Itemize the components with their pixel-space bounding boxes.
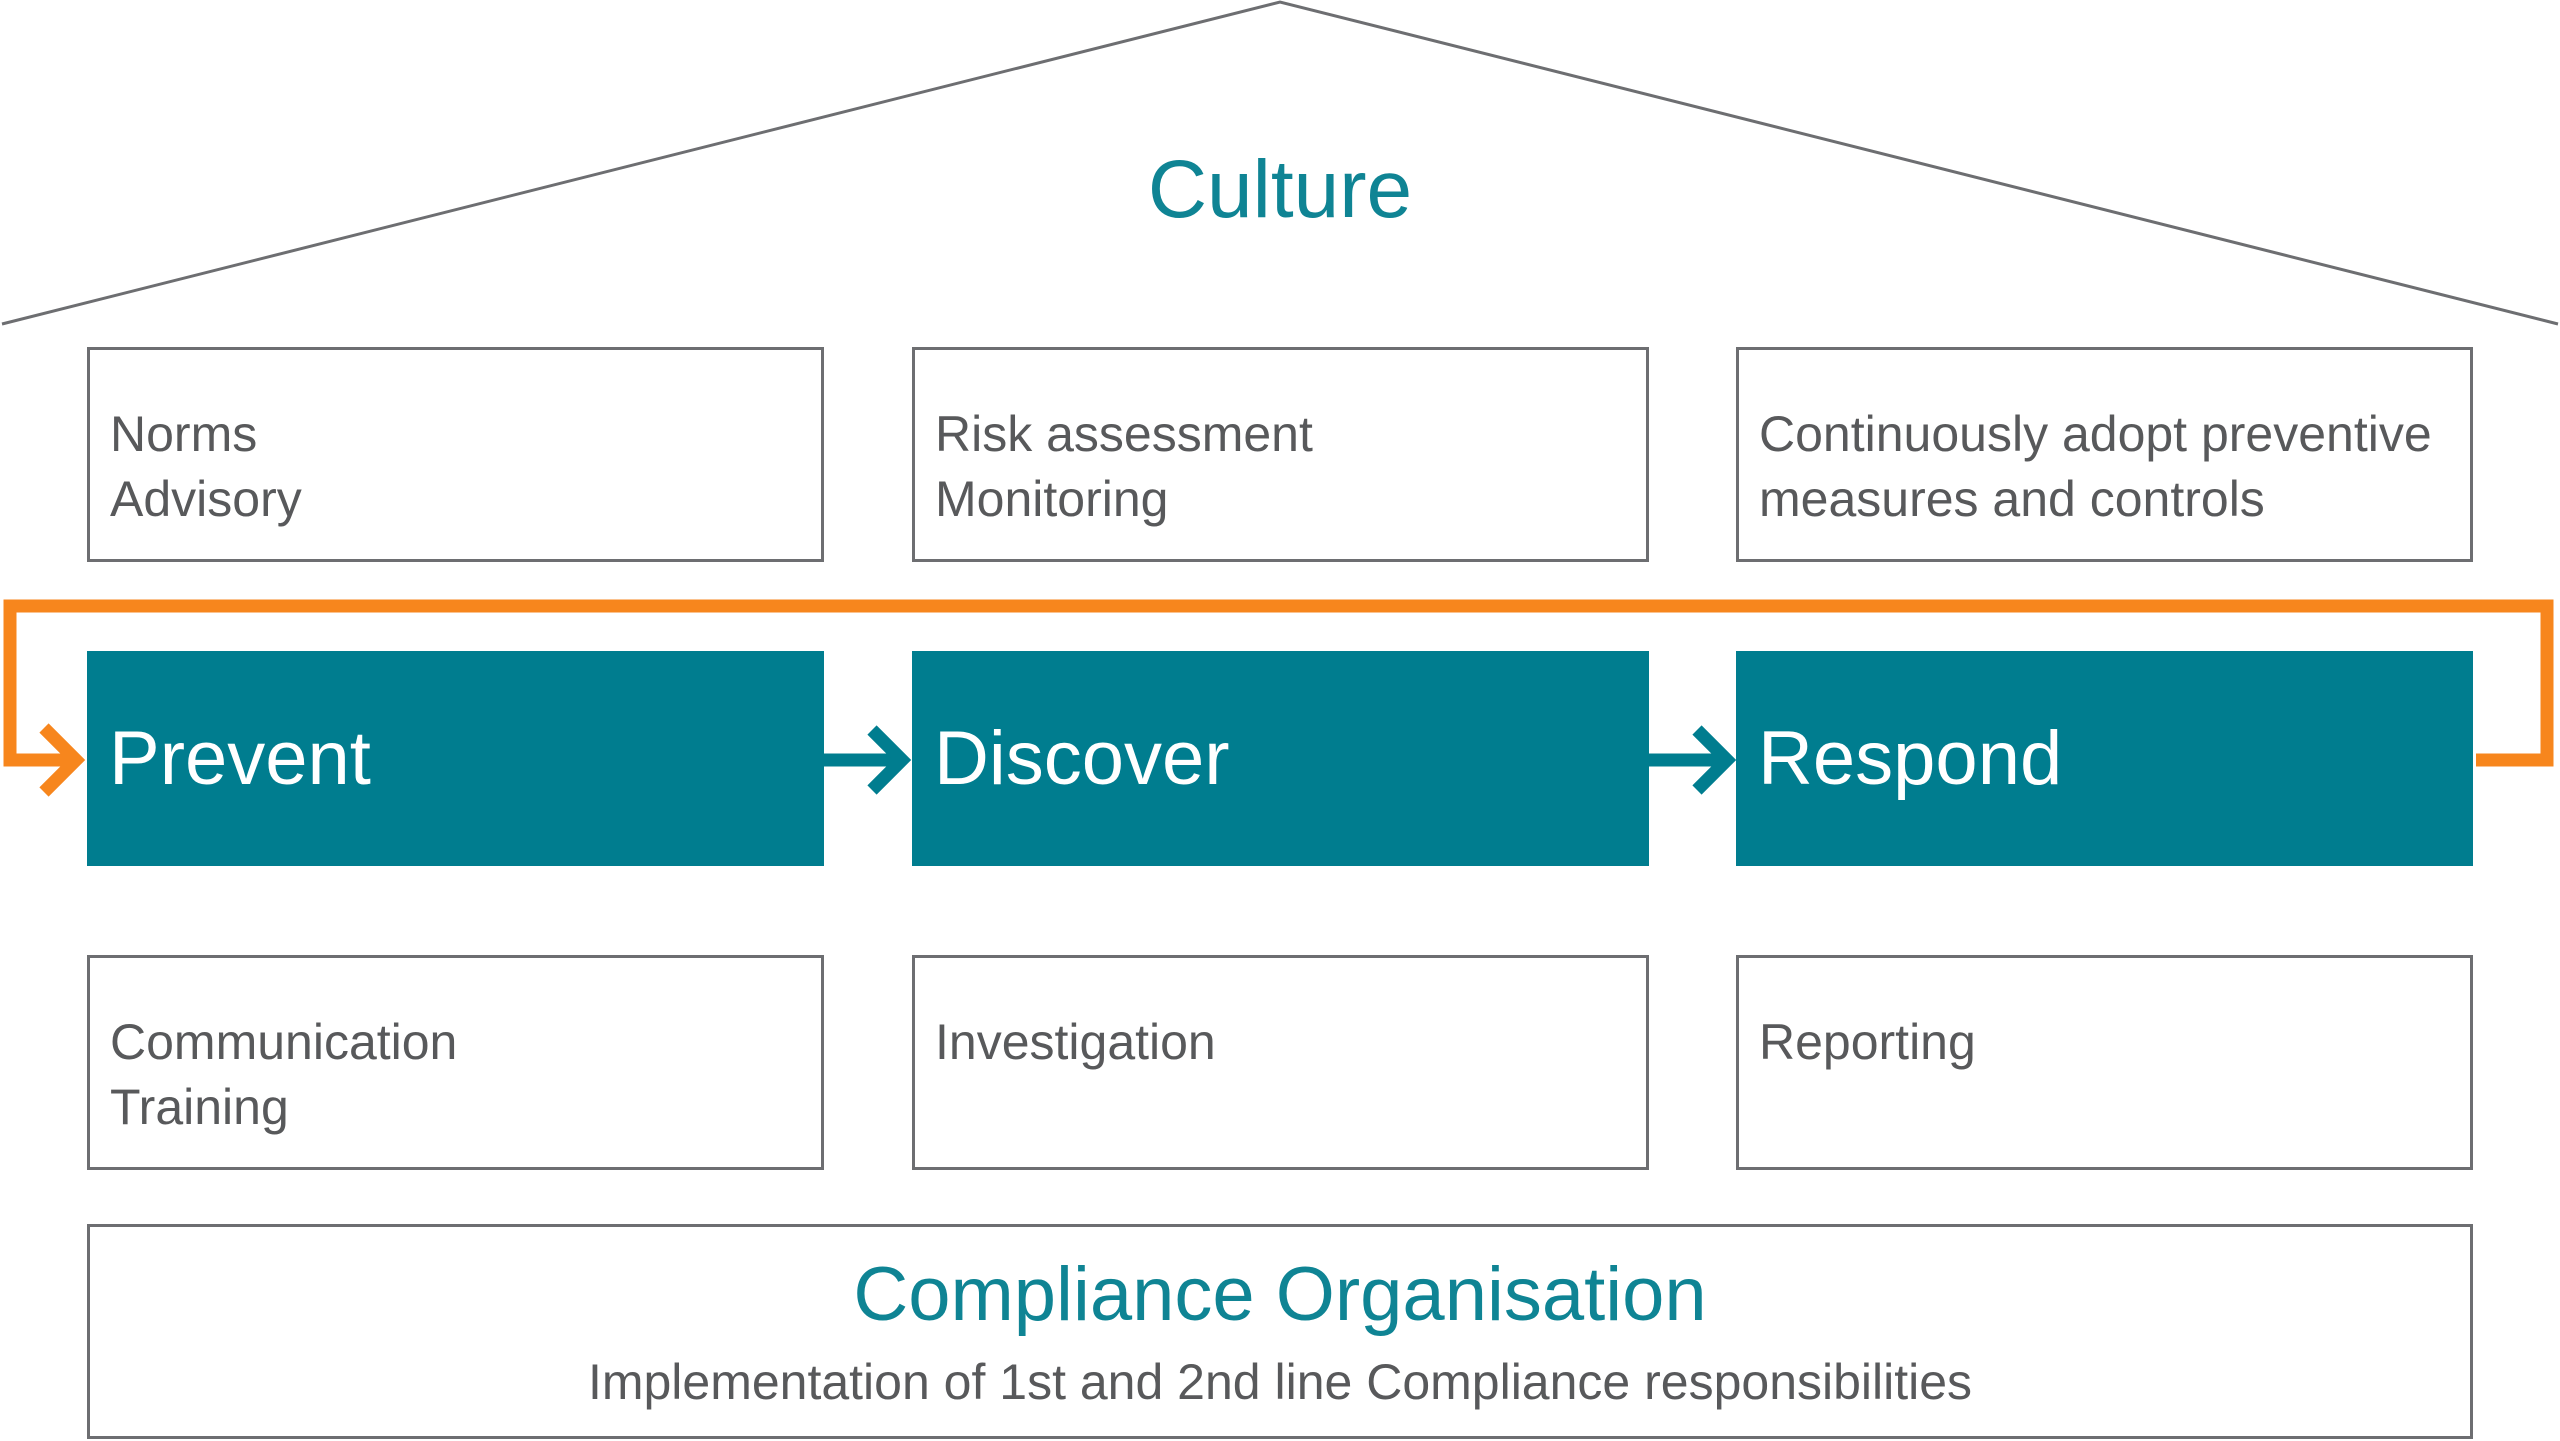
box-line: Monitoring [935, 471, 1169, 527]
risk-assessment-monitoring-box: Risk assessment Monitoring [912, 347, 1649, 562]
compliance-organisation-title: Compliance Organisation [853, 1252, 1707, 1337]
stage-label: Respond [1758, 716, 2063, 801]
compliance-organisation-box: Compliance Organisation Implementation o… [87, 1224, 2473, 1439]
feedback-loop-line [3, 599, 2554, 767]
stage-label: Discover [934, 716, 1230, 801]
box-line: Communication [110, 1014, 458, 1070]
prevent-to-discover-arrow-icon [824, 725, 912, 795]
stage-prevent: Prevent [87, 651, 824, 866]
stage-label: Prevent [109, 716, 371, 801]
box-line: Reporting [1759, 1014, 1976, 1070]
investigation-box: Investigation [912, 955, 1649, 1170]
compliance-organisation-subtitle: Implementation of 1st and 2nd line Compl… [587, 1354, 1973, 1410]
reporting-box: Reporting [1736, 955, 2473, 1170]
stage-discover: Discover [912, 651, 1649, 866]
preventive-measures-box: Continuously adopt preventive measures a… [1736, 347, 2473, 562]
box-line: Investigation [935, 1014, 1216, 1070]
box-line: Advisory [110, 471, 302, 527]
discover-to-respond-arrow-icon [1649, 725, 1737, 795]
stage-respond: Respond [1736, 651, 2473, 866]
box-line: Training [110, 1079, 289, 1135]
box-line: Risk assessment [935, 406, 1313, 462]
communication-training-box: Communication Training [87, 955, 824, 1170]
box-line: measures and controls [1759, 471, 2265, 527]
box-line: Continuously adopt preventive [1759, 406, 2432, 462]
feedback-loop-arrowhead-icon [39, 723, 86, 797]
culture-title: Culture [1147, 144, 1413, 235]
roof-outline [1, 0, 2559, 326]
norms-advisory-box: Norms Advisory [87, 347, 824, 562]
box-line: Norms [110, 406, 258, 462]
